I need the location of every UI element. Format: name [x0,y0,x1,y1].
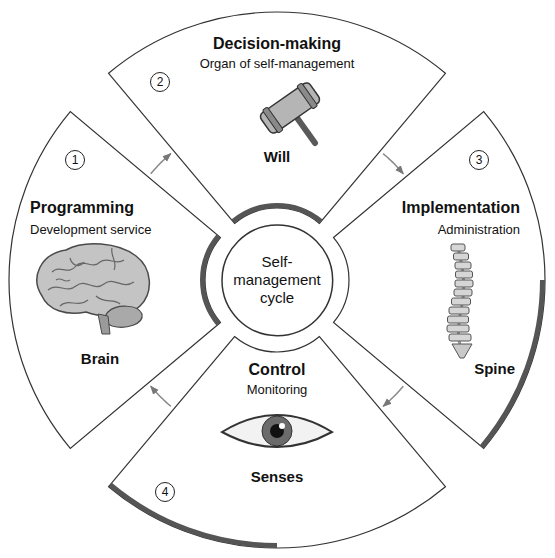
cycle-arrow [383,154,403,174]
cycle-segment: ProgrammingDevelopment serviceBrain [6,108,224,452]
segment-border [9,112,220,449]
segment-border [109,12,446,223]
vertebra [456,271,473,278]
gavel-head [257,79,322,136]
eye-outline [222,415,332,447]
segment-shadow-band [233,206,321,222]
vertebra [452,298,471,305]
segment-subtitle: Monitoring [247,382,308,398]
gavel-head-body [259,81,322,135]
vertebra [448,316,469,323]
callout-number: 4 [155,482,175,502]
brain-cerebellum [105,306,142,327]
callout-number: 2 [150,72,170,92]
vertebra [449,307,469,314]
eye-iris [262,416,292,446]
cycle-arrow [151,386,171,406]
organ-label: Spine [474,360,515,378]
segment-shadow-band [110,485,277,546]
vertebra [454,289,472,296]
sacrum [452,344,472,358]
vertebra [449,334,471,341]
segment-border [334,112,545,449]
segment-border [109,337,446,548]
callout-number: 3 [469,150,489,170]
segment-title: Implementation [402,198,520,217]
segment-outline [330,108,548,452]
organ-label: Brain [81,350,119,368]
vertebra [455,280,473,287]
gavel-ring [262,107,283,133]
segment-title: Decision-making [213,34,341,53]
vertebra [455,262,471,269]
vertebra [447,325,469,332]
brain-illustration [37,244,149,334]
organ-label: Will [264,148,291,166]
vertebra [454,253,469,260]
spine-illustration [447,244,473,358]
segment-subtitle: Administration [438,222,520,238]
brain-stem [98,314,110,334]
brain-folds [48,248,134,306]
organ-label: Senses [251,468,304,486]
circle-border [222,225,333,336]
eye-pupil [270,424,284,438]
segment-shadow-band [203,236,219,324]
cycle-arrow [151,154,171,174]
cycle-segment: Decision-makingOrgan of self-managementW… [105,9,449,227]
brain-cerebrum [37,244,149,316]
cycle-arrow [383,386,403,406]
center-circle: Self-management cycle [221,224,334,337]
vertebra [451,244,465,251]
gavel-ring [297,83,318,109]
gavel-illustration [257,79,322,143]
segment-title: Control [249,360,306,379]
segment-subtitle: Organ of self-management [200,56,355,72]
eye-highlight [279,423,285,429]
cycle-segment: ControlMonitoringSenses [105,333,449,551]
center-label: Self-management cycle [231,253,323,307]
cycle-segment: ImplementationAdministrationSpine [330,108,548,452]
segment-title: Programming [30,198,134,217]
eye-illustration [222,415,332,447]
callout-number: 1 [65,150,85,170]
segment-outline [6,108,224,452]
segment-subtitle: Development service [30,222,151,238]
